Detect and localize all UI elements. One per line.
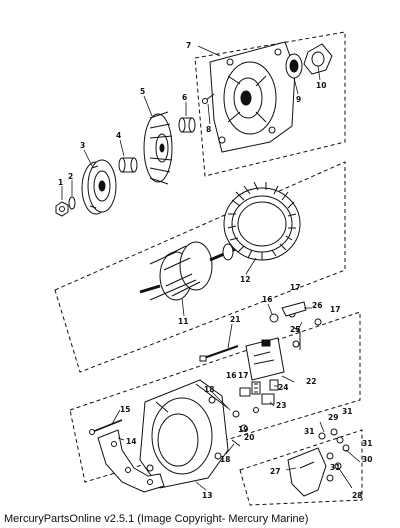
terminal-nuts-washers-parts [318,428,350,482]
bearing-part [285,53,303,79]
retainer-plate-part [303,43,333,75]
callout-31-bottom: 31 [330,463,340,472]
callout-29: 29 [328,413,338,422]
callout-17-mid: 17 [238,371,248,380]
callout-17-top: 17 [290,283,300,292]
pulley-part [81,159,117,215]
callout-28: 28 [352,491,362,500]
collar-part [178,117,196,133]
nut-part [55,201,69,217]
rear-housing-part [209,41,296,153]
long-bolt-part [199,345,239,362]
stator-part [223,181,301,261]
leader-lines [61,45,361,491]
long-screw-part [89,419,123,435]
callout-3: 3 [80,141,85,150]
callout-13: 13 [202,491,212,500]
callout-12: 12 [240,275,250,284]
callout-2: 2 [68,172,73,181]
callout-20: 20 [244,433,254,442]
callout-30: 30 [362,455,372,464]
callout-5: 5 [140,87,145,96]
callout-9: 9 [296,95,301,104]
rectifier-heatsink-part [97,429,165,493]
callout-16-upper: 16 [262,295,272,304]
callout-labels: 1 2 3 4 5 6 7 8 9 10 11 12 13 14 15 16 1… [58,41,372,500]
callout-15: 15 [120,405,130,414]
fan-part [143,111,173,185]
callout-26: 26 [312,301,322,310]
group-box-regulator-cover [239,429,363,506]
callout-31-right: 31 [362,439,372,448]
screw-part [202,93,215,104]
regulator-part [245,337,285,381]
callout-22: 22 [306,377,316,386]
brush-and-hardware-parts [231,301,322,447]
copyright-footer: MercuryPartsOnline v2.5.1 (Image Copyrig… [4,513,309,525]
group-box-rear-housing [194,31,346,177]
callout-18-bottom: 18 [220,455,230,464]
callout-4: 4 [116,131,121,140]
callout-10: 10 [316,81,326,90]
callout-7: 7 [186,41,191,50]
front-housing-part [139,379,229,489]
rotor-part [139,241,239,301]
callout-18-left: 18 [204,385,214,394]
callout-14: 14 [126,437,136,446]
callout-11: 11 [178,317,188,326]
callout-16-lower: 16 [226,371,236,380]
callout-23: 23 [276,401,286,410]
callout-21: 21 [230,315,240,324]
terminal-cover-part [287,447,327,497]
washer-part [68,196,76,210]
callout-24: 24 [278,383,288,392]
callout-25: 25 [290,325,300,334]
callout-31-top: 31 [342,407,352,416]
callout-17-right: 17 [330,305,340,314]
callout-19: 19 [238,425,248,434]
callout-6: 6 [182,93,187,102]
callout-31-left: 31 [304,427,314,436]
spacer-part [118,157,138,173]
callout-27: 27 [270,467,280,476]
callout-8: 8 [206,125,211,134]
callout-1: 1 [58,178,63,187]
